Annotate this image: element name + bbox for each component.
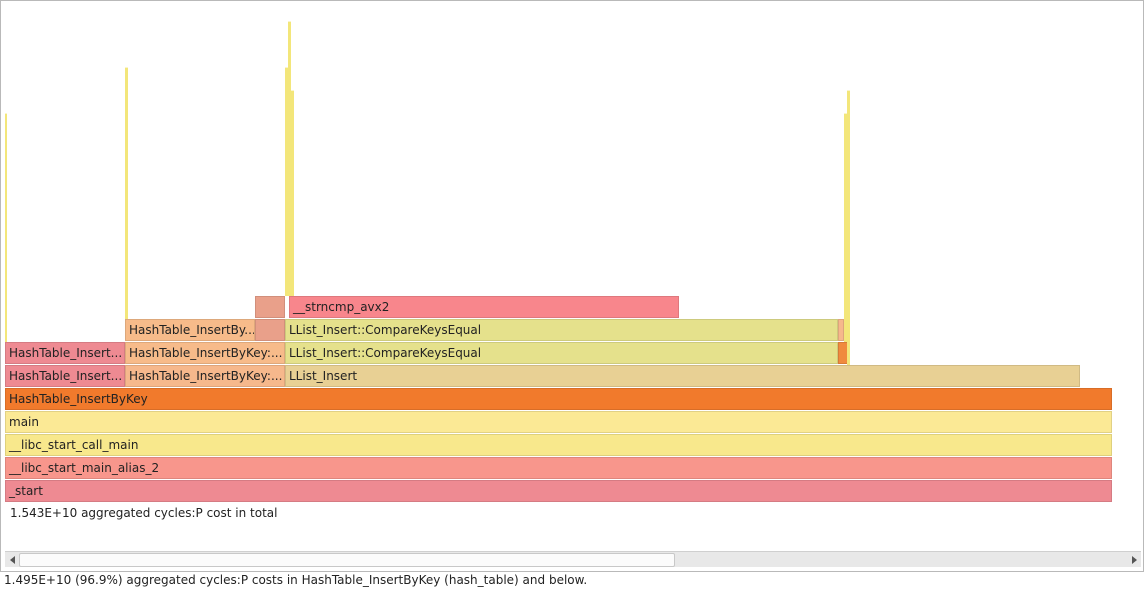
spike-frame[interactable]: [125, 67, 128, 319]
frame-hashtable-insert-a[interactable]: HashTable_Insert...: [5, 365, 125, 387]
frame-small-salmon-a[interactable]: [255, 319, 285, 341]
arrow-right-icon: [1131, 555, 1137, 564]
frame-llist-insert[interactable]: LList_Insert: [285, 365, 1080, 387]
spike-frame[interactable]: [844, 113, 847, 342]
spike-frame[interactable]: [847, 90, 850, 365]
horizontal-scrollbar[interactable]: [5, 551, 1141, 567]
frame-start[interactable]: _start: [5, 480, 1112, 502]
arrow-left-icon: [9, 555, 15, 564]
spike-frame[interactable]: [285, 67, 288, 296]
frame-small-peach[interactable]: [838, 319, 844, 341]
spike-frame[interactable]: [291, 90, 294, 296]
frame-llist-insert-comparekeysequal-b[interactable]: LList_Insert::CompareKeysEqual: [285, 319, 838, 341]
frame-hashtable-insertbykey[interactable]: HashTable_InsertByKey: [5, 388, 1112, 410]
status-bar: 1.495E+10 (96.9%) aggregated cycles:P co…: [4, 573, 588, 587]
total-cost-label: 1.543E+10 aggregated cycles:P cost in to…: [10, 506, 278, 520]
frame-strncmp-avx2[interactable]: __strncmp_avx2: [289, 296, 679, 318]
spike-frame[interactable]: [288, 21, 291, 296]
frame-hashtable-insertbykey-lambda-a[interactable]: HashTable_InsertByKey:...: [125, 365, 285, 387]
frame-libc-start-main-alias-2[interactable]: __libc_start_main_alias_2: [5, 457, 1112, 479]
frame-llist-insert-comparekeysequal-a[interactable]: LList_Insert::CompareKeysEqual: [285, 342, 838, 364]
scroll-right-button[interactable]: [1127, 552, 1141, 567]
scrollbar-thumb[interactable]: [19, 553, 675, 567]
flamegraph-canvas[interactable]: _start __libc_start_main_alias_2 __libc_…: [1, 1, 1143, 551]
scroll-left-button[interactable]: [5, 552, 19, 567]
frame-libc-start-call-main[interactable]: __libc_start_call_main: [5, 434, 1112, 456]
spike-frame[interactable]: [5, 113, 7, 342]
frame-hashtable-insert-b[interactable]: HashTable_Insert...: [5, 342, 125, 364]
flamegraph-view: _start __libc_start_main_alias_2 __libc_…: [0, 0, 1144, 572]
frame-hashtable-insertbykey-lambda-b[interactable]: HashTable_InsertByKey:...: [125, 342, 285, 364]
frame-hashtable-insertby-c[interactable]: HashTable_InsertBy...: [125, 319, 255, 341]
frame-main[interactable]: main: [5, 411, 1112, 433]
frame-small-salmon-b[interactable]: [255, 296, 285, 318]
